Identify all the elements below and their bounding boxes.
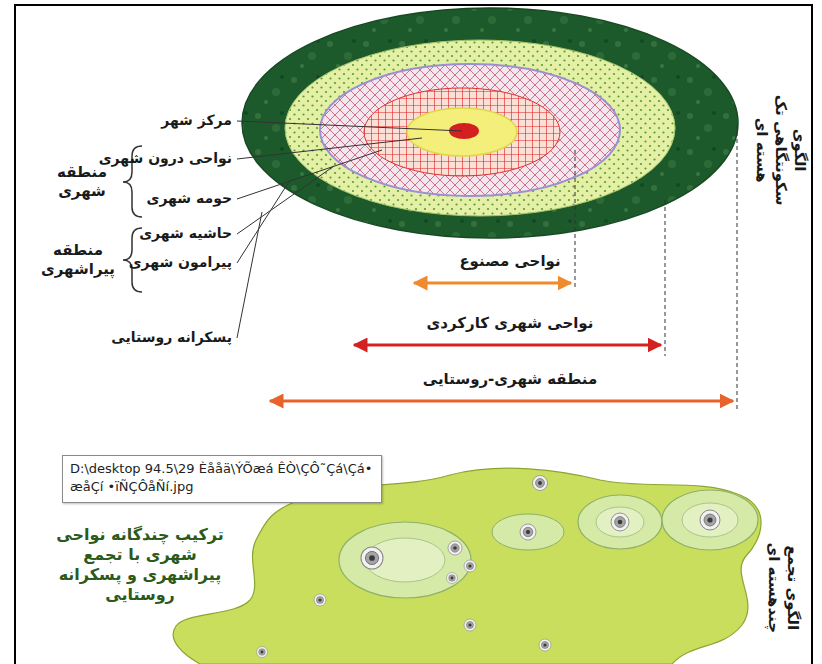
concentric-zones [242, 8, 738, 238]
zone-label: نواحی درون شهری [99, 150, 232, 168]
zone-label: پسکرانه روستایی [111, 329, 232, 347]
zone-label: پیرامون شهری [129, 254, 232, 272]
region-label: منطقه پیراشهری [35, 241, 121, 279]
pattern-caption: ترکیب چندگانه نواحی شهری با تجمع پیراشهر… [44, 525, 236, 605]
leader-lines [237, 121, 462, 338]
dimension-label: منطقه شهری-روستایی [423, 370, 597, 389]
zone-label: حاشیه شهری [139, 225, 232, 243]
dimension-label: نواحی مصنوع [459, 252, 560, 271]
frame [15, 5, 812, 664]
file-path-text: D:\desktop 94.5\29 Èååä\ÝÕæá ÊÒ\ÇÔ˜Çá\Çá… [63, 456, 381, 499]
pattern-title: الگوی سکونتگاهی تک هسته ای [753, 85, 809, 215]
region-label: منطقه شهری [44, 163, 120, 201]
file-path-tooltip: D:\desktop 94.5\29 Èååä\ÝÕæá ÊÒ\ÇÔ˜Çá\Çá… [62, 455, 382, 503]
brackets [123, 146, 142, 292]
pattern-title: الگوی تجمع چندهسته ای [764, 536, 802, 641]
zone-label: مرکز شهر [161, 112, 232, 130]
zone-label: حومه شهری [147, 190, 232, 208]
dimension-lines [270, 125, 737, 410]
dimension-label: نواحی شهری کارکردی [427, 314, 594, 333]
